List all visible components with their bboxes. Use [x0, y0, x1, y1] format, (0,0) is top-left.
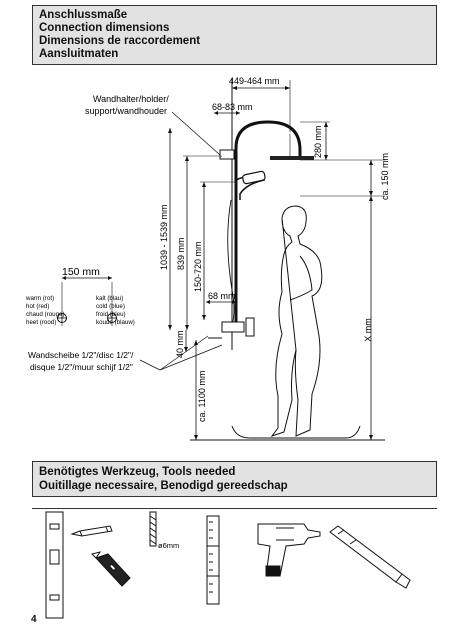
cold-label-de: kalt (blau) [96, 295, 123, 302]
dim-floor-label: ca. 1100 mm [197, 371, 207, 422]
dim-839-label: 839 mm [176, 237, 186, 270]
header-line-en: Connection dimensions [39, 22, 170, 34]
tools-header-line1: Benötigtes Werkzeug, Tools needed [39, 466, 236, 478]
utility-knife-icon [91, 551, 131, 587]
folding-rule-icon [206, 515, 220, 605]
tools-header-line2: Ouitillage necessaire, Benodigd gereedsc… [39, 480, 288, 492]
dim-ca150-label: ca. 150 mm [380, 153, 390, 200]
header-line-fr: Dimensions de raccordement [39, 35, 201, 47]
wall-disc-label-line1: Wandscheibe 1/2"/disc 1/2"/ [28, 350, 134, 360]
power-drill-icon [257, 523, 321, 577]
wall-holder-bracket [219, 149, 235, 160]
dim-68-label: 68 mm [208, 291, 236, 301]
dim-150-label: 150 mm [62, 266, 100, 278]
cold-label-nl: koude (blauw) [96, 319, 135, 326]
page-number: 4 [31, 614, 37, 625]
header-line-de: Anschlussmaße [39, 9, 128, 21]
holder-label-line1: Wandhalter/holder/ [93, 94, 169, 104]
hot-label-fr: chaud (rouge) [26, 311, 65, 318]
screwdriver-icon [329, 525, 411, 589]
dim-head-drop-label: 280 mm [313, 125, 323, 158]
pencil-icon [70, 525, 113, 537]
dim-width-label: 449-464 mm [229, 76, 280, 86]
person-figure [270, 205, 323, 437]
spirit-level-icon [45, 511, 64, 619]
connection-dimensions-diagram: 449-464 mm 68-83 mm Wandhalter/holder/ s… [25, 76, 390, 441]
cold-label-en: cold (blue) [96, 303, 125, 310]
cold-label-fr: froid (bleu) [96, 311, 126, 318]
wall-disc-label-line2: disque 1/2"/muur schijf 1/2" [30, 362, 133, 372]
hot-label-nl: heet (rood) [26, 319, 56, 326]
dim-slide-label: 150-720 mm [193, 241, 203, 292]
section-header-tools-needed: Benötigtes Werkzeug, Tools needed Ouitil… [32, 461, 437, 497]
mixer [221, 321, 245, 333]
shower-hose [227, 199, 235, 327]
holder-label-line2: support/wandhouder [85, 106, 167, 116]
divider [32, 508, 437, 509]
dim-40-label: 40 mm [175, 330, 185, 358]
drill-bit-size-label: ø6mm [158, 541, 179, 550]
header-line-nl: Aansluitmaten [39, 48, 119, 60]
drill-bit-icon [149, 511, 157, 547]
hot-label-en: hot (red) [26, 303, 49, 310]
hot-label-de: warm (rot) [25, 295, 54, 302]
section-header-connection-dimensions: Anschlussmaße Connection dimensions Dime… [32, 5, 437, 65]
shower-tray [231, 425, 361, 439]
dim-x-label: X mm [363, 318, 373, 342]
dim-total-height-label: 1039 - 1539 mm [159, 204, 169, 270]
rain-shower-head [270, 156, 314, 160]
dim-holder-label: 68-83 mm [212, 102, 253, 112]
